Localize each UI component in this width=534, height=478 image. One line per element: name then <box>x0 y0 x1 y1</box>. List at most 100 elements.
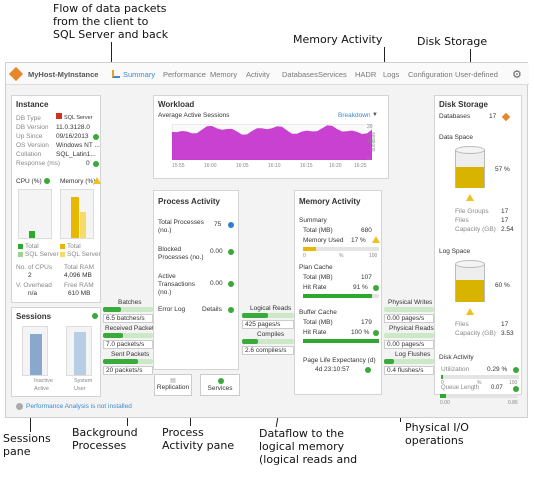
buffer-cache-total-value: 179 <box>361 319 372 326</box>
time-tick: 15:55 <box>172 163 185 169</box>
sent-packets-bar <box>103 359 153 364</box>
file-groups-value: 17 <box>501 208 509 215</box>
performance-analysis-link[interactable]: Performance Analysis is not installed <box>26 403 132 410</box>
legend-mem-sql-swatch <box>60 252 65 257</box>
summary-icon <box>112 70 120 78</box>
sql-server-logo-icon <box>56 113 62 119</box>
buffer-cache-hit-value: 100 % <box>351 329 370 336</box>
physical-reads-bar <box>384 333 434 338</box>
sessions-gauge-right <box>66 326 92 376</box>
collation-value: SQL_Latin1... <box>56 151 96 158</box>
legend-active: Active <box>34 386 49 392</box>
instance-name: MyHost-MyInstance <box>28 70 99 79</box>
db-type-value: SQL Server <box>64 115 93 121</box>
memory-used-label: Memory Used <box>303 237 344 244</box>
legend-total: Total <box>25 243 39 250</box>
app-window: MyHost-MyInstance Summary Performance Me… <box>5 62 529 418</box>
error-log-ok-icon <box>228 307 234 313</box>
callout-dataflow: Dataflow to the logical memory (logical … <box>259 427 358 466</box>
ple-label: Page Life Expectancy (d) <box>303 357 376 364</box>
legend-system: System <box>74 378 93 384</box>
db-version-value: 11.0.3128.0 <box>56 124 90 131</box>
memory-scale-unit: % <box>339 253 344 259</box>
db-version-label: DB Version <box>16 124 49 131</box>
time-tick: 16:25 <box>354 163 367 169</box>
compiles-bar <box>242 339 294 344</box>
workload-y-tick-mid: 10 <box>367 139 373 145</box>
plan-cache-heading: Plan Cache <box>299 264 333 271</box>
buffer-cache-hit-bar <box>303 339 379 343</box>
log-flushes-value: 0.4 flushes/s <box>384 366 434 375</box>
plan-cache-total-value: 107 <box>361 274 372 281</box>
tab-databases[interactable]: Databases <box>282 70 318 79</box>
physical-writes-label: Physical Writes <box>388 299 433 306</box>
cpu-gauge <box>18 189 52 239</box>
active-transactions-ok-icon <box>228 281 234 287</box>
utilization-scale-unit: % <box>477 380 482 386</box>
active-transactions-label: Active Transactions (no.) <box>158 273 195 296</box>
workload-subtitle: Average Active Sessions <box>158 112 230 119</box>
callout-flow: Flow of data packets from the client to … <box>53 2 169 41</box>
tab-performance[interactable]: Performance <box>163 70 206 79</box>
callout-memory: Memory Activity <box>293 33 383 46</box>
blocked-processes-value: 0.00 <box>210 248 223 255</box>
utilization-ok-icon <box>513 367 519 373</box>
log-flushes-bar <box>384 359 434 364</box>
sessions-ok-icon <box>92 313 98 319</box>
cpu-label: CPU (%) <box>16 178 42 185</box>
replication-button[interactable]: ▤ Replication <box>154 374 192 396</box>
chevron-down-icon[interactable]: ▼ <box>372 112 378 118</box>
workload-y-tick-top: 20 <box>367 124 373 130</box>
time-tick: 16:05 <box>236 163 249 169</box>
details-link[interactable]: Details <box>202 306 222 313</box>
total-processes-info-icon[interactable] <box>228 222 234 228</box>
free-ram-value: 610 MB <box>68 290 91 297</box>
time-tick: 16:00 <box>204 163 217 169</box>
callout-disk: Disk Storage <box>417 35 488 48</box>
workload-title: Workload <box>158 100 195 109</box>
overhead-value: n/a <box>28 290 38 297</box>
batches-value: 6.5 batches/s <box>103 314 153 323</box>
callout-physical: Physical I/O operations <box>405 421 469 447</box>
tab-user-defined[interactable]: User-defined <box>455 70 498 79</box>
log-cylinder-top <box>455 260 485 268</box>
os-version-value: Windows NT ... <box>56 142 100 149</box>
utilization-label: Utilization <box>441 366 470 373</box>
memory-total-label: Total (MB) <box>303 227 333 234</box>
services-button[interactable]: Services <box>200 374 240 396</box>
instance-panel: Instance DB Type SQL Server DB Version 1… <box>11 95 101 303</box>
disk-activity-heading: Disk Activity <box>439 354 474 361</box>
tab-activity[interactable]: Activity <box>246 70 270 79</box>
buffer-cache-total-label: Total (MB) <box>303 319 333 326</box>
tab-services[interactable]: Services <box>318 70 347 79</box>
workload-panel: Workload Average Active Sessions Breakdo… <box>153 95 389 179</box>
log-space-cylinder <box>455 260 485 304</box>
buffer-cache-hit-label: Hit Rate <box>303 329 327 336</box>
log-space-percent: 60 % <box>495 282 510 289</box>
logical-reads-label: Logical Reads <box>250 305 292 312</box>
received-packets-bar <box>103 333 153 338</box>
tab-hadr[interactable]: HADR <box>355 70 377 79</box>
tab-summary[interactable]: Summary <box>123 70 156 79</box>
breakdown-dropdown[interactable]: Breakdown <box>338 112 371 119</box>
tab-configuration[interactable]: Configuration <box>408 70 453 79</box>
compiles-value: 2.6 compiles/s <box>242 346 294 355</box>
utilization-scale-min: 0 <box>441 380 444 386</box>
instance-logo-icon <box>8 66 24 82</box>
total-processes-value: 75 <box>214 221 222 228</box>
sent-packets-label: Sent Packets <box>111 351 150 358</box>
callout-process: Process Activity pane <box>162 426 235 452</box>
services-ok-icon <box>218 378 224 384</box>
legend-total-swatch <box>18 244 23 249</box>
tab-memory[interactable]: Memory <box>210 70 238 79</box>
plan-cache-total-label: Total (MB) <box>303 274 333 281</box>
cpus-value: 2 <box>28 272 32 279</box>
log-space-warning-icon <box>466 308 474 315</box>
gear-icon[interactable]: ⚙ <box>512 69 522 81</box>
time-tick: 16:10 <box>268 163 281 169</box>
tab-logs[interactable]: Logs <box>383 70 400 79</box>
data-cylinder-top <box>455 146 485 154</box>
memory-scale-max: 100 <box>369 253 378 259</box>
capacity-value: 2.54 <box>501 226 514 233</box>
ple-ok-icon <box>365 367 371 373</box>
